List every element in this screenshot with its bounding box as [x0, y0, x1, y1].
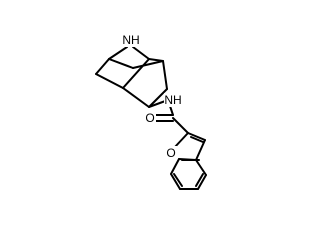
bond — [148, 88, 168, 108]
bond — [170, 173, 181, 190]
bond — [148, 58, 164, 62]
bond — [95, 73, 124, 89]
bond — [195, 139, 206, 161]
bond — [132, 46, 150, 60]
bond — [173, 173, 183, 187]
structure-svg: NH NH O O — [95, 33, 207, 190]
bond — [173, 132, 189, 149]
bond — [172, 117, 189, 134]
bond — [170, 158, 180, 175]
molecule-diagram: NH NH O O — [95, 33, 207, 190]
bond — [122, 87, 150, 108]
atom-label-nh-amide: NH — [164, 93, 181, 107]
atom-label-nh-bridge: NH — [122, 33, 139, 47]
bond — [108, 58, 134, 69]
bond — [132, 60, 164, 69]
bond — [195, 159, 207, 176]
bond — [195, 173, 204, 187]
bond — [197, 174, 207, 190]
atom-label-carbonyl-oxygen: O — [145, 111, 154, 125]
bond — [162, 60, 168, 90]
bond — [187, 132, 206, 141]
bond — [95, 58, 110, 75]
bond — [122, 58, 150, 89]
atom-label-furan-oxygen: O — [166, 146, 175, 160]
bond — [108, 46, 128, 60]
bond — [190, 136, 204, 143]
